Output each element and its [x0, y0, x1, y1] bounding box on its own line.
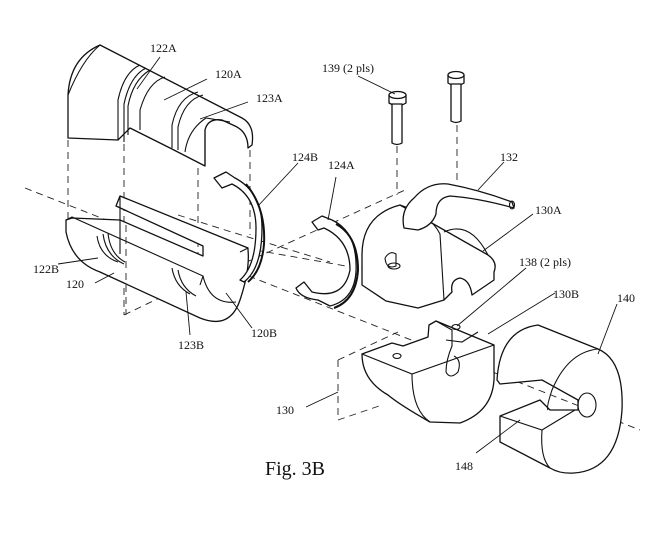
label-130: 130	[276, 403, 294, 417]
screw-139-left	[389, 92, 406, 145]
label-120A: 120A	[215, 67, 242, 81]
leader-130A	[483, 214, 533, 251]
label-124B: 124B	[292, 150, 318, 164]
label-130A: 130A	[535, 203, 562, 217]
label-123A: 123A	[256, 91, 283, 105]
leader-140	[598, 304, 617, 354]
screw-139-right	[448, 72, 464, 123]
lower-clamp-block-130B	[362, 321, 494, 423]
label-120: 120	[66, 277, 84, 291]
guide-line-ring	[255, 250, 380, 272]
label-124A: 124A	[328, 158, 355, 172]
label-139: 139 (2 pls)	[322, 61, 374, 75]
label-123B: 123B	[178, 338, 204, 352]
leader-139	[358, 76, 395, 94]
leader-124B	[258, 163, 298, 206]
label-130B: 130B	[553, 287, 579, 301]
leader-130	[306, 392, 338, 407]
label-122A: 122A	[150, 41, 177, 55]
ring-segment-124A	[296, 216, 358, 308]
label-138: 138 (2 pls)	[519, 255, 571, 269]
handle-132	[403, 184, 514, 230]
label-140: 140	[617, 291, 635, 305]
end-cap-140	[497, 325, 622, 473]
label-132: 132	[500, 150, 518, 164]
figure-caption: Fig. 3B	[265, 458, 325, 480]
leader-124A	[328, 177, 336, 220]
leader-132	[478, 162, 504, 190]
label-120B: 120B	[251, 326, 277, 340]
upper-half-shell-120A	[68, 45, 253, 166]
label-148: 148	[455, 459, 473, 473]
label-122B: 122B	[33, 262, 59, 276]
